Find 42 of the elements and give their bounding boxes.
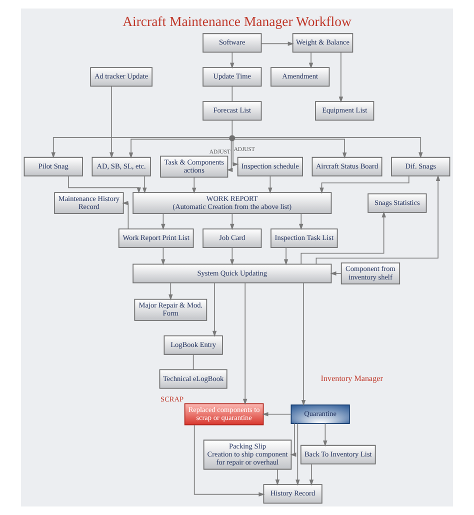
arrow xyxy=(128,138,230,159)
connector xyxy=(232,86,233,102)
arrow xyxy=(284,248,288,266)
arrow xyxy=(226,140,233,172)
arrow xyxy=(168,282,173,300)
arrow xyxy=(109,86,114,158)
arrow xyxy=(308,52,314,69)
arrow xyxy=(242,282,248,405)
connector xyxy=(192,354,194,370)
arrow xyxy=(301,282,306,406)
arrow xyxy=(330,271,342,276)
arrow xyxy=(262,412,292,416)
arrow xyxy=(51,137,230,158)
arrow xyxy=(232,140,239,166)
arrow xyxy=(234,138,347,159)
arrow xyxy=(290,423,296,457)
arrow xyxy=(161,213,166,230)
arrow xyxy=(230,213,234,230)
node-circle xyxy=(229,135,236,142)
arrow xyxy=(338,52,344,103)
arrow xyxy=(320,176,410,194)
arrow xyxy=(230,52,234,69)
arrow xyxy=(192,177,196,194)
arrow xyxy=(296,423,300,486)
arrow xyxy=(323,423,328,447)
arrow xyxy=(300,211,386,264)
arrow xyxy=(122,200,129,230)
arrow xyxy=(260,42,294,46)
arrow xyxy=(268,176,272,194)
arrow xyxy=(161,248,166,266)
arrow xyxy=(212,282,217,337)
label: Inventory Manager xyxy=(320,374,383,384)
arrow xyxy=(230,248,234,266)
arrow xyxy=(309,464,314,486)
arrow xyxy=(299,213,304,230)
arrow xyxy=(316,174,440,264)
arrow xyxy=(142,176,147,194)
arrow xyxy=(234,137,423,158)
connector xyxy=(232,120,233,136)
arrow xyxy=(194,424,265,496)
diagram-title: Aircraft Maintenance Manager Workflow xyxy=(122,14,352,30)
arrow xyxy=(275,468,280,486)
